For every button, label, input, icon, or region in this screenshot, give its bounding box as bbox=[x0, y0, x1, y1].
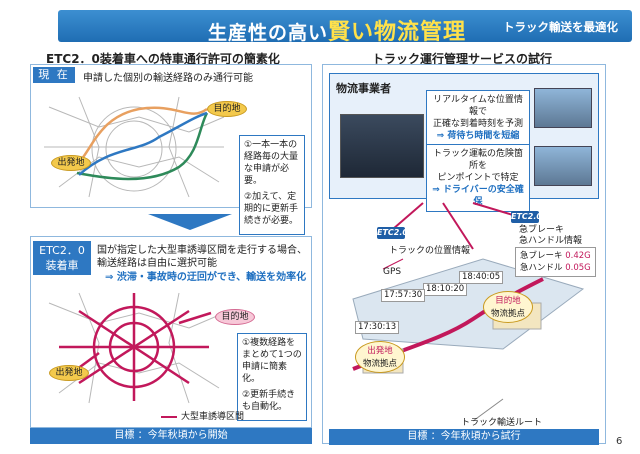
etc-desc-2: 輸送経路は自由に選択可能 bbox=[97, 258, 217, 269]
timestamp-2: 17:57:30 bbox=[381, 289, 426, 302]
truck-photo-1 bbox=[534, 88, 592, 128]
current-notes: ①一本一本の経路毎の大量な申請が必要。 ②加えて、定期的に更新手続きが必要。 bbox=[239, 135, 305, 235]
service-arrival-box: リアルタイムな位置情報で 正確な到着時刻を予測 ⇒ 荷待ち時間を短縮 bbox=[426, 90, 530, 146]
etc-desc-1: 国が指定した大型車誘導区間を走行する場合、 bbox=[97, 245, 307, 256]
page-number: 6 bbox=[616, 436, 623, 447]
gps-label: GPS bbox=[383, 267, 402, 277]
etc-note-2: ②更新手続きも自動化。 bbox=[242, 390, 296, 412]
current-note-2: ②加えて、定期的に更新手続きが必要。 bbox=[244, 192, 299, 226]
etc-destination: 目的地 bbox=[215, 309, 255, 325]
current-desc: 申請した個別の輸送経路のみ通行可能 bbox=[83, 73, 253, 84]
etc-badge-right: ETC2.0 bbox=[511, 211, 542, 223]
etc-note-1: ①複数経路をまとめて1つの申請に簡素化。 bbox=[242, 338, 302, 384]
operator-box: 物流事業者 リアルタイムな位置情報で 正確な到着時刻を予測 ⇒ 荷待ち時間を短縮… bbox=[329, 73, 599, 212]
destination-base: 目的地 物流拠点 bbox=[483, 291, 533, 323]
page-title: 生産性の高い賢い物流管理 bbox=[208, 20, 467, 45]
left-panel: 現 在 申請した個別の輸送経路のみ通行可能 目的地 出発地 bbox=[30, 64, 312, 444]
current-section: 現 在 申請した個別の輸送経路のみ通行可能 目的地 出発地 bbox=[30, 64, 312, 235]
banner-subtitle: トラック輸送を最適化 bbox=[503, 20, 618, 34]
etc-desc-3: ⇒ 渋滞・事故時の迂回ができ、輸送を効率化 bbox=[105, 272, 307, 283]
header-banner: 生産性の高い賢い物流管理 トラック輸送を最適化 bbox=[58, 10, 632, 45]
left-heading: ETC2．0装着車への特車通行許可の簡素化 bbox=[46, 52, 280, 66]
transition-arrow bbox=[148, 214, 232, 230]
truck-photo-2 bbox=[534, 146, 592, 186]
etc-origin: 出発地 bbox=[49, 365, 89, 381]
origin-base: 出発地 物流拠点 bbox=[355, 341, 405, 373]
timestamp-3: 18:10:20 bbox=[423, 283, 468, 296]
etc-section: ETC2．0 装着車 国が指定した大型車誘導区間を走行する場合、 輸送経路は自由… bbox=[30, 236, 312, 428]
brake-readout: 急ブレーキ 0.42G 急ハンドル 0.05G bbox=[515, 247, 596, 277]
position-info-label: トラックの位置情報 bbox=[389, 246, 471, 256]
right-goal: 目標 ：今年秋頃から試行 bbox=[329, 429, 599, 445]
legend-swatch bbox=[161, 415, 177, 418]
current-origin: 出発地 bbox=[51, 155, 91, 171]
current-destination: 目的地 bbox=[207, 101, 247, 117]
operator-photo bbox=[340, 114, 424, 178]
timestamp-1: 17:30:13 bbox=[355, 321, 400, 334]
etc-route-map bbox=[39, 283, 229, 407]
etc-notes: ①複数経路をまとめて1つの申請に簡素化。 ②更新手続きも自動化。 bbox=[237, 333, 307, 421]
route-legend-right: トラック輸送ルート bbox=[461, 418, 543, 428]
right-panel: 物流事業者 リアルタイムな位置情報で 正確な到着時刻を予測 ⇒ 荷待ち時間を短縮… bbox=[322, 64, 606, 445]
timestamp-4: 18:40:05 bbox=[459, 271, 504, 284]
current-route-map bbox=[39, 87, 229, 205]
etc-badge-left: ETC2.0 bbox=[377, 227, 408, 239]
route-legend: 大型車誘導区間 bbox=[161, 409, 244, 422]
left-goal: 目標 ：今年秋頃から開始 bbox=[30, 428, 312, 444]
current-note-1: ①一本一本の経路毎の大量な申請が必要。 bbox=[244, 140, 299, 186]
operator-label: 物流事業者 bbox=[336, 82, 391, 95]
current-tag: 現 在 bbox=[33, 67, 75, 83]
service-safety-box: トラック運転の危険箇所を ピンポイントで特定 ⇒ ドライバーの安全確保 bbox=[426, 144, 530, 212]
right-heading: トラック運行管理サービスの試行 bbox=[372, 52, 553, 66]
etc-tag: ETC2．0 装着車 bbox=[33, 241, 91, 275]
brake-info-label: 急ブレーキ 急ハンドル情報 bbox=[519, 225, 583, 246]
